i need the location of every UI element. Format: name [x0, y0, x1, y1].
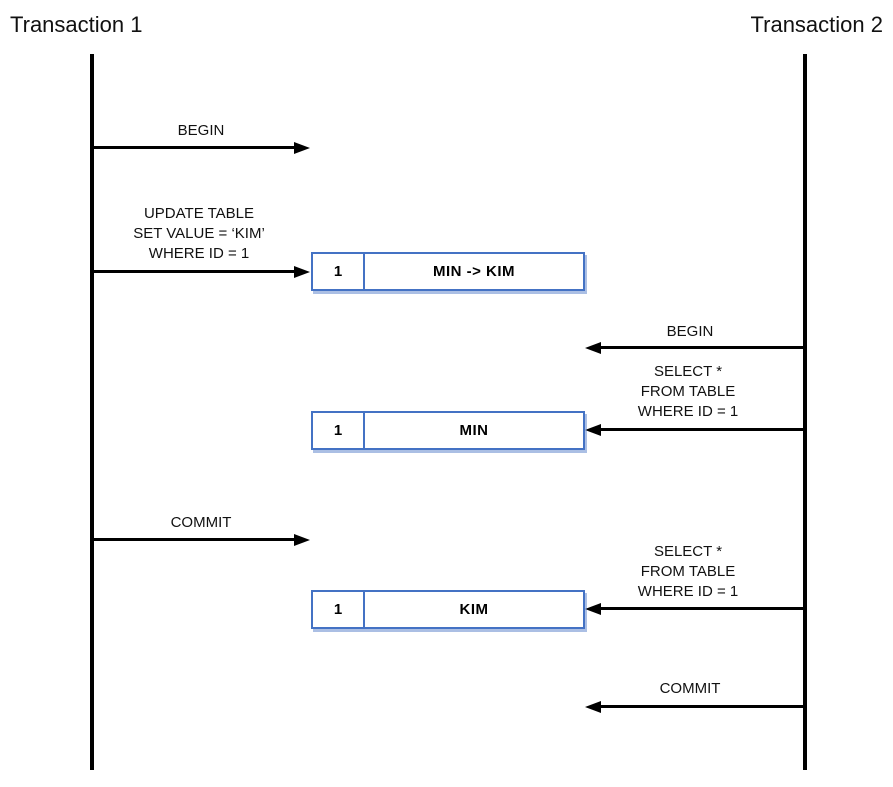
row-value-cell: KIM	[459, 601, 489, 618]
message-arrow-begin-t1	[92, 141, 310, 154]
row-id-cell: 1	[313, 254, 365, 289]
table-row-state-box: 1 MIN	[311, 411, 585, 450]
table-row-state-box: 1 KIM	[311, 590, 585, 629]
message-arrow-commit-t2	[585, 700, 805, 713]
message-label-select1-t2: SELECT * FROM TABLE WHERE ID = 1	[583, 362, 793, 422]
message-label-commit-t2: COMMIT	[585, 679, 795, 699]
message-label-select2-t2: SELECT * FROM TABLE WHERE ID = 1	[583, 542, 793, 602]
transaction-2-lifeline	[803, 54, 807, 770]
message-label-commit-t1: COMMIT	[92, 513, 310, 533]
message-arrow-commit-t1	[92, 533, 310, 546]
row-id-cell: 1	[313, 592, 365, 627]
row-id-cell: 1	[313, 413, 365, 448]
transaction-2-title: Transaction 2	[750, 12, 883, 37]
message-arrow-update-t1	[92, 265, 310, 278]
message-label-begin-t1: BEGIN	[92, 121, 310, 141]
transaction-1-title: Transaction 1	[10, 12, 143, 37]
message-label-update-t1: UPDATE TABLE SET VALUE = ‘KIM’ WHERE ID …	[87, 204, 311, 264]
message-arrow-select1-t2	[585, 423, 805, 436]
row-value-cell: MIN	[459, 422, 489, 439]
message-line: WHERE ID = 1	[637, 403, 739, 420]
message-line: COMMIT	[170, 514, 232, 531]
arrowhead-right-icon	[294, 265, 310, 278]
arrowhead-right-icon	[294, 533, 310, 546]
table-row-state-box: 1 MIN -> KIM	[311, 252, 585, 291]
arrowhead-left-icon	[585, 602, 601, 615]
message-line: FROM TABLE	[640, 383, 736, 400]
arrowhead-left-icon	[585, 423, 601, 436]
message-line: UPDATE TABLE	[143, 205, 255, 222]
message-label-begin-t2: BEGIN	[585, 322, 795, 342]
arrowhead-right-icon	[294, 141, 310, 154]
message-line: WHERE ID = 1	[148, 245, 250, 262]
message-line: FROM TABLE	[640, 563, 736, 580]
message-line: SELECT *	[653, 363, 723, 380]
arrowhead-left-icon	[585, 700, 601, 713]
arrowhead-left-icon	[585, 341, 601, 354]
message-line: COMMIT	[659, 680, 721, 697]
message-arrow-begin-t2	[585, 341, 805, 354]
row-value-cell: MIN -> KIM	[432, 263, 516, 280]
message-line: BEGIN	[177, 122, 225, 139]
message-arrow-select2-t2	[585, 602, 805, 615]
message-line: WHERE ID = 1	[637, 583, 739, 600]
message-line: BEGIN	[666, 323, 714, 340]
message-line: SELECT *	[653, 543, 723, 560]
message-line: SET VALUE = ‘KIM’	[133, 225, 265, 242]
transaction-1-lifeline	[90, 54, 94, 770]
